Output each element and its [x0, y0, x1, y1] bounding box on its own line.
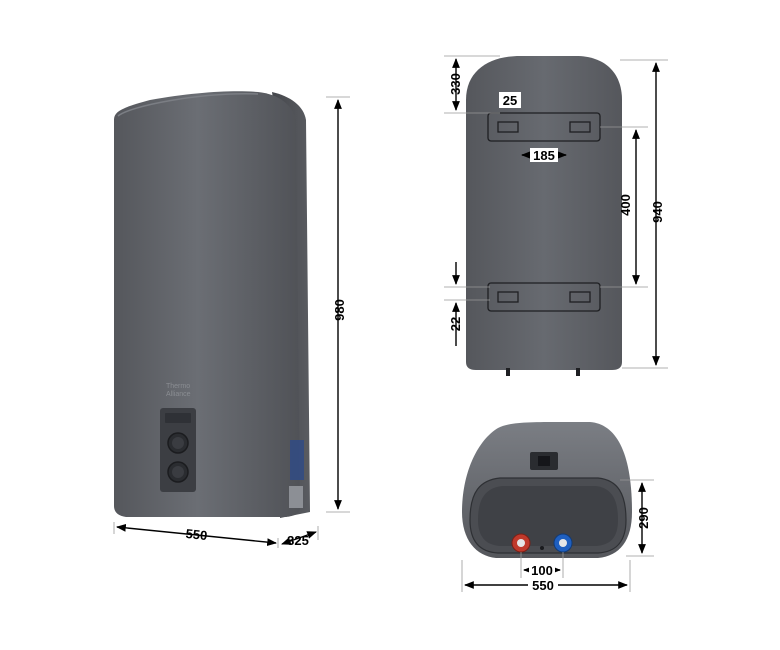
back-top-offset-label: 330 [448, 73, 463, 95]
leg-left [506, 368, 510, 376]
heater-top-edge [117, 93, 259, 117]
heater-body-back [466, 56, 622, 370]
bracket-width-box [499, 92, 521, 108]
top-bracket-slot-left [497, 121, 519, 133]
front-dimensions: 980 550 325 [113, 96, 350, 548]
rating-label [290, 440, 304, 480]
bottom-dimensions: 290 100 550 [461, 479, 654, 593]
bottom-cap-inner [478, 486, 618, 546]
back-total-height-label: 940 [650, 201, 665, 223]
bottom-mount-socket [538, 456, 550, 466]
bottom-pipe-spacing-label: 100 [531, 563, 553, 578]
front-view: Thermo Alliance [114, 91, 310, 518]
heater-body-front [114, 91, 300, 518]
front-height-label: 980 [332, 299, 347, 321]
brand-line-2: Alliance [166, 391, 191, 398]
mode-knob-cap [172, 466, 184, 478]
back-bracket-spacing-label: 185 [533, 148, 555, 163]
pipe-spacing-box [529, 563, 555, 577]
leg-right [576, 368, 580, 376]
front-width-label: 550 [185, 526, 208, 543]
bottom-width-label: 550 [532, 578, 554, 593]
temperature-knob-cap [172, 437, 184, 449]
bottom-view [462, 422, 632, 558]
bottom-bracket-slot-left [497, 291, 519, 303]
display-screen [165, 413, 191, 423]
front-depth-label: 325 [287, 533, 309, 548]
back-bottom-offset-label: 22 [448, 317, 463, 331]
bottom-bracket-slot-right [569, 291, 591, 303]
back-bracket-width-label: 25 [503, 93, 517, 108]
bottom-bracket [487, 282, 601, 312]
rating-sticker [289, 486, 303, 508]
hot-water-outlet-core [517, 539, 525, 547]
top-bracket-slot-right [569, 121, 591, 133]
bottom-height-label: 290 [636, 507, 651, 529]
drain-plug [540, 546, 544, 550]
brand-line-1: Thermo [166, 383, 190, 390]
cold-water-inlet-core [559, 539, 567, 547]
bracket-spacing-box [530, 148, 558, 162]
bottom-width-box [528, 578, 558, 592]
back-view [466, 56, 622, 376]
back-dimensions: 330 25 185 400 940 22 [444, 55, 668, 369]
back-bracket-distance-label: 400 [618, 194, 633, 216]
